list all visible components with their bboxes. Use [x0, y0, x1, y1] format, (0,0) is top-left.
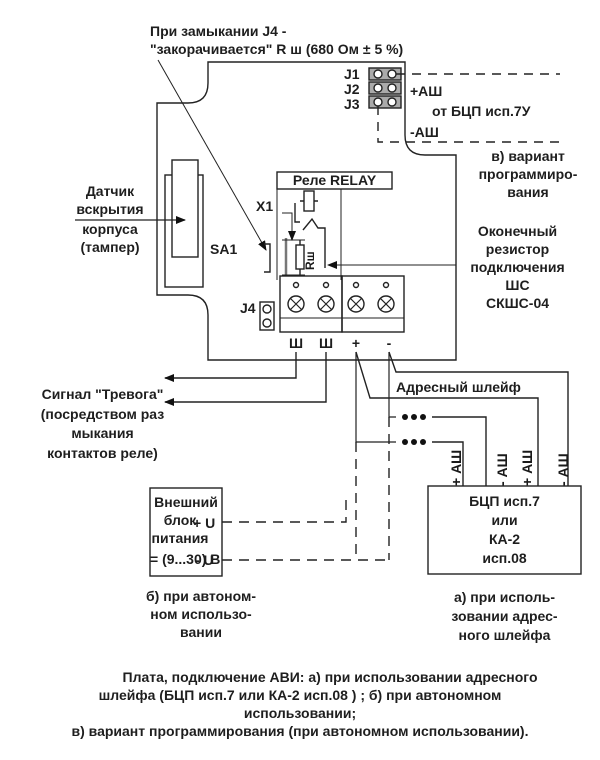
relay-title: Реле RELAY [292, 172, 377, 188]
bcp-block-box [427, 485, 582, 575]
power-line1: Внешний [154, 494, 218, 510]
variant-a-line1: а) при исполь- [453, 589, 556, 605]
bcp-line4: исп.08 [482, 550, 527, 566]
caption-line1: Плата, подключение АВИ: а) при использов… [122, 669, 538, 685]
terminal-label-2: Ш [318, 335, 334, 351]
terminal-block-left [279, 275, 343, 333]
x1-label: X1 [256, 198, 274, 214]
address-loop-label: Адресный шлейф [396, 379, 521, 395]
tamper-line2: вскрытия [76, 201, 144, 217]
loop-dots [402, 414, 426, 445]
relay-coil [303, 190, 315, 212]
j2-label: J2 [344, 81, 360, 97]
x1-connector [264, 243, 271, 273]
variant-v-line3: вания [507, 184, 549, 200]
caption-line4: в) вариант программирования (при автоном… [71, 723, 529, 739]
tamper-inner [171, 159, 199, 258]
end-resistor-line4: ШС [505, 277, 530, 293]
end-resistor-line2: резистор [485, 241, 550, 257]
bcp-pin-1: + АШ [448, 449, 464, 486]
variant-a-line2: зовании адрес- [451, 608, 558, 624]
end-resistor-line1: Оконечный [477, 223, 558, 239]
power-line2: блок [163, 512, 197, 528]
minus-ash-label: -АШ [410, 124, 439, 140]
j4-jumper [259, 301, 275, 331]
autonomous-power-dashed [355, 417, 390, 560]
variant-a-line3: ного шлейфа [458, 627, 551, 643]
power-line3: питания [151, 530, 209, 546]
minus-ash-dashed [377, 106, 560, 143]
alarm-line2: (посредством раз [40, 406, 165, 422]
alarm-line1: Сигнал "Тревога" [41, 386, 164, 402]
j1-label: J1 [344, 66, 360, 82]
bcp-line1: БЦП исп.7 [469, 493, 540, 509]
minus-loop-wire [388, 351, 569, 486]
power-line4: = (9...30) В [150, 551, 221, 567]
bcp-pin-2: - АШ [494, 453, 510, 486]
minus-u-label: - U [195, 552, 214, 568]
variant-v-line1: в) вариант [491, 148, 565, 164]
end-resistor-line5: СКШС-04 [485, 295, 550, 311]
bcp-pin-3: + АШ [519, 449, 535, 486]
bcp-line2: или [491, 512, 518, 528]
from-bcp-label: от БЦП исп.7У [432, 103, 531, 119]
caption-line2: шлейфа (БЦП исп.7 или КА-2 исп.08 ) ; б)… [98, 687, 502, 703]
board-outline [156, 61, 457, 361]
terminal-block-right [341, 275, 405, 333]
terminal-screws [287, 281, 395, 313]
bcp-line3: КА-2 [488, 531, 521, 547]
j3-label: J3 [344, 96, 360, 112]
variant-v-line2: программиро- [478, 166, 578, 182]
tamper-line1: Датчик [85, 183, 135, 199]
variant-b-line1: б) при автоном- [146, 588, 256, 604]
alarm-wire-1 [164, 352, 297, 382]
terminal-label-1: Ш [288, 335, 304, 351]
plus-u-label: + U [193, 515, 216, 531]
plus-ash-label: +АШ [410, 83, 443, 99]
alarm-line3: мыкания [71, 425, 134, 441]
alarm-wire-2 [164, 352, 327, 406]
plus-loop-wire [355, 351, 539, 486]
tamper-line4: (тампер) [80, 239, 140, 255]
caption-line3: использовании; [243, 705, 357, 721]
relay-title-box [276, 171, 393, 190]
r-shunt-label: Rш [303, 251, 317, 270]
j4-note-leader [157, 59, 267, 251]
variant-b-line3: вании [180, 624, 222, 640]
sa1-label: SA1 [210, 241, 238, 257]
j4-label: J4 [240, 300, 256, 316]
top-note-line1: При замыкании J4 - [150, 23, 287, 39]
variant-b-line2: ном использо- [150, 606, 252, 622]
power-block-box [149, 487, 223, 577]
alarm-line4: контактов реле) [47, 445, 158, 461]
top-note-line2: "закорачивается" R ш (680 Ом ± 5 %) [150, 41, 404, 57]
terminal-label-minus: - [386, 335, 392, 351]
tamper-line3: корпуса [82, 221, 138, 237]
terminal-label-plus: + [351, 335, 361, 351]
end-resistor-line3: подключения [470, 259, 565, 275]
bcp-pin-4: - АШ [555, 453, 571, 486]
